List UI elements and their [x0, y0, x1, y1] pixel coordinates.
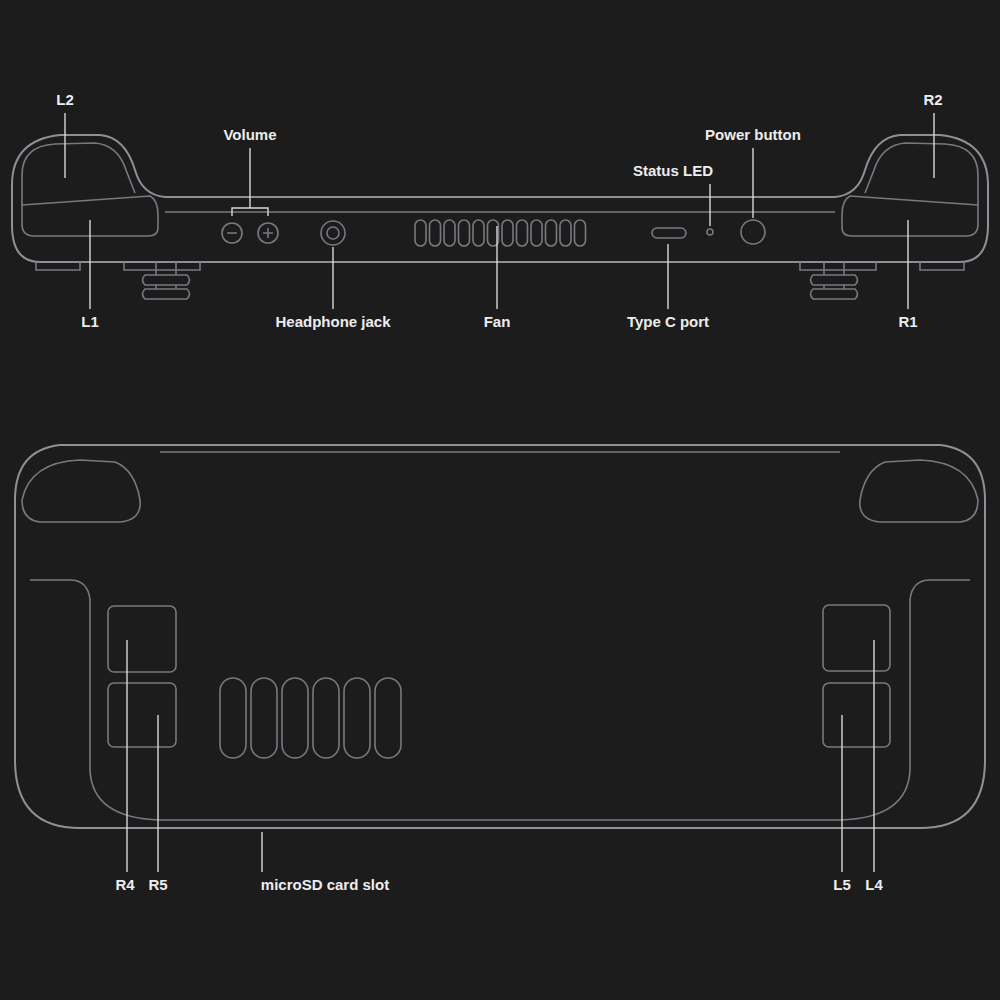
back-vent: [220, 678, 401, 758]
left-grip-base: [36, 262, 200, 270]
vent-slot: [251, 678, 277, 758]
r2-trigger: [865, 143, 978, 205]
volume-up-button: [258, 223, 278, 243]
leader-line: [157, 715, 158, 872]
part-label: microSD card slot: [261, 877, 389, 894]
part-label: Headphone jack: [275, 314, 390, 331]
fan-slot: [415, 220, 426, 246]
top-body-outline: [12, 135, 988, 262]
back-view: [15, 445, 985, 828]
leader-line: [496, 226, 497, 309]
l4-button: [823, 605, 890, 671]
fan-slot: [444, 220, 455, 246]
type-c-port: [652, 228, 686, 238]
part-label: R2: [923, 92, 942, 109]
part-label: L5: [833, 877, 851, 894]
left-shoulder: [22, 143, 200, 299]
leader-line: [667, 244, 668, 309]
part-label: Fan: [484, 314, 511, 331]
part-label: L4: [865, 877, 883, 894]
leader-line: [261, 832, 262, 872]
fan-vent: [415, 220, 586, 246]
body-seam: [165, 211, 835, 213]
right-grip-base: [800, 262, 964, 270]
part-label: Type C port: [627, 314, 709, 331]
leader-line: [873, 640, 874, 872]
part-label: R4: [115, 877, 134, 894]
back-top-edge: [160, 451, 840, 453]
back-panel: [30, 580, 970, 820]
fan-slot: [473, 220, 484, 246]
left-stick: [143, 262, 190, 299]
right-shoulder: [800, 143, 978, 299]
r5-button: [108, 683, 176, 747]
vent-slot: [220, 678, 246, 758]
l2-trigger: [22, 143, 135, 205]
right-stick: [811, 262, 858, 299]
fan-slot: [575, 220, 586, 246]
fan-slot: [459, 220, 470, 246]
minus-symbol: [227, 232, 237, 234]
vent-slot: [375, 678, 401, 758]
vent-slot: [282, 678, 308, 758]
status-led: [707, 229, 713, 235]
part-label: Volume: [223, 127, 276, 144]
vent-slot: [313, 678, 339, 758]
fan-slot: [430, 220, 441, 246]
leader-line: [64, 113, 65, 178]
fan-slot: [531, 220, 542, 246]
back-body-outline: [15, 445, 985, 828]
leader-line: [907, 220, 908, 309]
leader-line: [126, 640, 127, 872]
part-label: R1: [898, 314, 917, 331]
leader-lines: [65, 113, 934, 872]
fan-slot: [546, 220, 557, 246]
headphone-jack: [321, 221, 345, 245]
leader-line: [933, 113, 934, 178]
volume-bracket: [232, 148, 268, 216]
leader-line: [89, 220, 90, 309]
part-label: L2: [56, 92, 74, 109]
part-label: Power button: [705, 127, 801, 144]
fan-slot: [517, 220, 528, 246]
top-view: [12, 135, 988, 299]
l5-button: [823, 683, 890, 747]
leader-line: [709, 184, 710, 226]
part-label: Status LED: [633, 163, 713, 180]
r1-bumper: [842, 196, 978, 236]
headphone-jack-hole: [327, 227, 339, 239]
power-button: [741, 220, 765, 244]
plus-symbol: [263, 228, 273, 238]
leader-line: [332, 247, 333, 309]
part-label: L1: [81, 314, 99, 331]
right-trigger-recess: [860, 460, 978, 522]
part-label: R5: [148, 877, 167, 894]
vent-slot: [344, 678, 370, 758]
fan-slot: [560, 220, 571, 246]
leader-line: [752, 148, 753, 218]
left-trigger-recess: [22, 460, 140, 522]
r4-button: [108, 606, 176, 672]
leader-line: [841, 715, 842, 872]
fan-slot: [502, 220, 513, 246]
volume-down-button: [222, 223, 242, 243]
